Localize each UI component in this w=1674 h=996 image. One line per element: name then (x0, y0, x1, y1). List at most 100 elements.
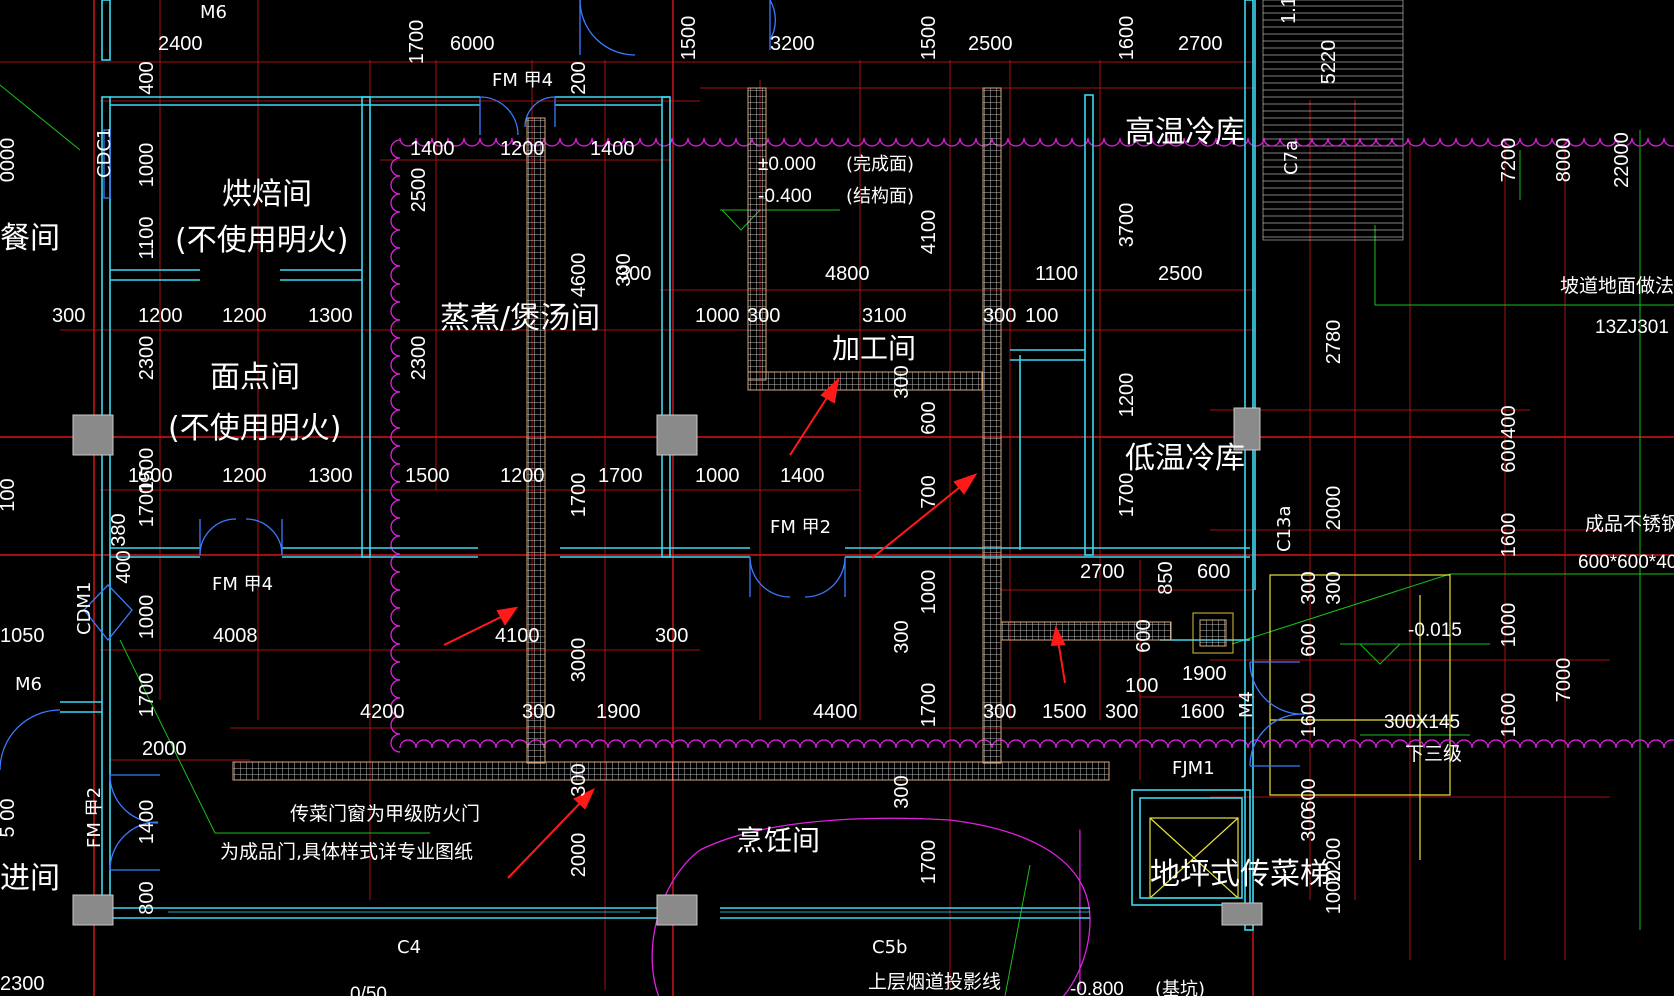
dimension-label: 1000 (1323, 870, 1345, 915)
dimension-label: 1500 (678, 16, 700, 61)
svg-text:1400: 1400 (780, 465, 825, 487)
dimension-label: 850 (1155, 561, 1177, 594)
note-steps: 300X145 (1384, 712, 1460, 733)
dimension-label: 300 (568, 763, 590, 796)
dimension-label: 1600 (1498, 693, 1520, 738)
door-c4: C4 (397, 937, 421, 958)
svg-text:1400: 1400 (590, 138, 635, 160)
dimension-label: 7000 (1553, 658, 1575, 703)
note-steps-down: 下三级 (1405, 743, 1462, 765)
dim-row-1400: 1400 1200 1400 (410, 138, 635, 160)
dimension-label: 300 (613, 253, 635, 286)
room-dining: 餐间 (0, 221, 60, 256)
dimension-label: 600 (1133, 619, 1155, 652)
svg-text:100: 100 (1025, 305, 1058, 327)
level-m040: -0.400 (758, 186, 812, 207)
svg-text:1300: 1300 (308, 465, 353, 487)
door-fm4-top: FM 甲4 (492, 70, 553, 91)
svg-text:300: 300 (52, 305, 85, 327)
dimension-label: 1400 (136, 800, 158, 845)
svg-text:4008: 4008 (213, 625, 258, 647)
dimension-label: 700 (918, 475, 940, 508)
door-labels: FM 甲4 FM 甲4 FM 甲2 M6 M6 FJM1 C4 C5b M4 C… (15, 2, 1302, 958)
svg-text:4100: 4100 (495, 625, 540, 647)
level-m0015: -0.015 (1408, 620, 1462, 641)
svg-text:4400: 4400 (813, 701, 858, 723)
svg-text:1200: 1200 (222, 465, 267, 487)
dimension-label: 1.1 (1278, 0, 1300, 24)
dimension-label: 600 (1298, 778, 1320, 811)
svg-text:1500: 1500 (405, 465, 450, 487)
dim-top-row: 2400 6000 3200 2500 2700 (158, 33, 1223, 55)
dimension-label: 2200 (1323, 838, 1345, 883)
room-entry: 进间 (0, 861, 60, 896)
door-cdc1: CDC1 (94, 128, 115, 178)
dimension-label: 600 (1298, 623, 1320, 656)
room-process: 加工间 (832, 332, 916, 365)
doors (0, 0, 1306, 871)
level-m0800-note: (基坑) (1155, 979, 1205, 996)
door-c5b: C5b (872, 937, 907, 958)
dimension-label: 22000 (1611, 132, 1633, 188)
dimension-label: 1700 (918, 840, 940, 885)
svg-text:1600: 1600 (1180, 701, 1225, 723)
dim-row-4008: 4008 4100 300 2700 600 (213, 561, 1230, 647)
svg-text:2400: 2400 (158, 33, 203, 55)
svg-text:300: 300 (983, 305, 1016, 327)
note-labels: 传菜门窗为甲级防火门 为成品门,具体样式详专业图纸 上层烟道投影线 坡道地面做法… (220, 275, 1674, 996)
door-fjm1: FJM1 (1172, 758, 1215, 779)
leader-lines (0, 84, 1674, 996)
level-m0800: -0.800 (1070, 979, 1124, 996)
room-noodle-note: (不使用明火) (168, 411, 341, 446)
svg-text:1050: 1050 (0, 625, 45, 647)
svg-text:300: 300 (1105, 701, 1138, 723)
dimension-label: 7200 (1498, 138, 1520, 183)
dim-row-1200: 300 1200 1200 1300 1000 300 3100 300 100 (52, 305, 1058, 327)
level-m040-note: (结构面) (846, 186, 914, 207)
dimension-label: 2000 (1323, 486, 1345, 531)
door-fm2-center: FM 甲2 (770, 517, 831, 538)
dimension-label: 1100 (136, 216, 158, 259)
room-steam: 蒸煮/煲汤间 (440, 301, 600, 336)
room-hot-store: 高温冷库 (1125, 115, 1245, 150)
svg-text:1200: 1200 (222, 305, 267, 327)
svg-text:1200: 1200 (500, 138, 545, 160)
level-labels: ±0.000 (完成面) -0.400 (结构面) -0.015 -0.800 … (758, 154, 1462, 996)
dimension-label: 1600 (1116, 16, 1138, 61)
room-cook: 烹饪间 (736, 824, 820, 857)
dimension-label: 1700 (136, 483, 158, 528)
dimension-label: 1500 (136, 448, 158, 493)
svg-text:2500: 2500 (1158, 263, 1203, 285)
lift-shaft (1149, 574, 1451, 899)
dimension-label: 1700 (136, 673, 158, 718)
door-c7a: C7a (1281, 140, 1302, 175)
columns (72, 407, 1263, 926)
red-arrows (443, 377, 1066, 879)
svg-text:300: 300 (522, 701, 555, 723)
dimension-label: 3700 (1116, 203, 1138, 248)
dimension-label: 1000 (136, 143, 158, 188)
dimension-label: 300 (891, 365, 913, 398)
room-cold-store: 低温冷库 (1125, 441, 1245, 476)
svg-text:1000: 1000 (695, 465, 740, 487)
dimension-label: 300 (891, 775, 913, 808)
door-c13a: C13a (1274, 505, 1295, 552)
svg-text:1900: 1900 (596, 701, 641, 723)
dimension-label: 1000 (918, 570, 940, 615)
note-fire-door-1: 传菜门窗为甲级防火门 (290, 803, 480, 825)
room-noodle: 面点间 (210, 360, 300, 395)
dimension-label: 600 (918, 401, 940, 434)
dimension-label: 800 (136, 881, 158, 914)
svg-text:300: 300 (618, 263, 651, 285)
svg-text:600: 600 (1197, 561, 1230, 583)
dimension-label: 2300 (136, 336, 158, 381)
dimension-label: 2000 (568, 833, 590, 878)
dimension-label: 100 (0, 478, 19, 511)
dimension-label: 400 (136, 61, 158, 94)
door-cdm1: CDM1 (74, 582, 95, 635)
dimension-label: 8000 (1553, 138, 1575, 183)
dimension-label: 1600 (1298, 693, 1320, 738)
svg-text:4800: 4800 (825, 263, 870, 285)
svg-text:6000: 6000 (450, 33, 495, 55)
dimension-label: 3000 (568, 638, 590, 683)
